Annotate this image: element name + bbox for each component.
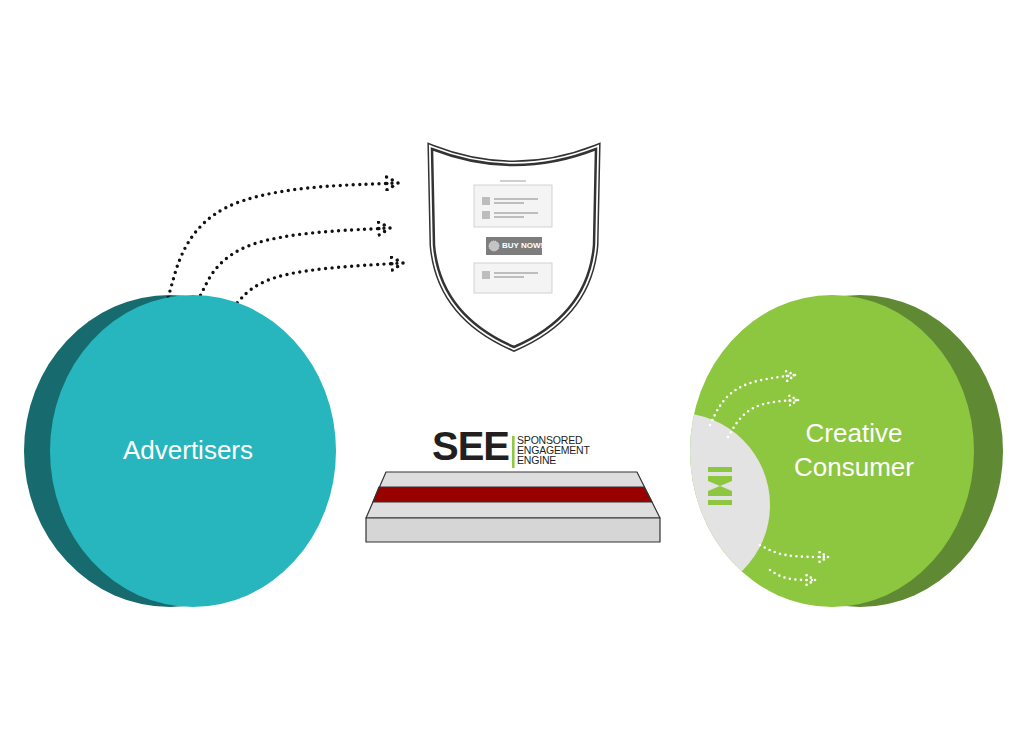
shield-outline: [432, 149, 596, 347]
dotted-arrow: [168, 183, 398, 297]
engine-logo: SEE: [432, 426, 509, 466]
node-text: Creative Consumer: [769, 417, 939, 485]
node-text: BUY NOW!: [502, 241, 543, 251]
node-text: Advertisers: [123, 434, 253, 468]
shield-outline: [432, 149, 596, 347]
ki-logo: [708, 467, 732, 505]
flow-arrow: [760, 545, 828, 557]
circle-face: [50, 295, 336, 607]
advertisers-circle: Advertisers: [50, 295, 336, 607]
dotted-arrow: [237, 263, 403, 303]
shield-outline: [432, 149, 596, 347]
engine-platform: [366, 472, 660, 542]
ad-shield: BUY NOW!: [428, 145, 600, 351]
creative-consumer-circle: Creative Consumer: [690, 295, 974, 607]
flow-arrow: [710, 375, 795, 425]
flow-arrow: [770, 570, 815, 580]
ad-mockup: [474, 180, 552, 293]
dotted-arrow: [200, 228, 390, 295]
engine-name: SPONSORED ENGAGEMENT ENGINE: [517, 435, 589, 465]
logo-divider: [512, 436, 515, 468]
creative-consumer-circle-shape: [690, 295, 974, 607]
logo-panel: [586, 413, 770, 597]
flow-arrow: [728, 400, 798, 437]
